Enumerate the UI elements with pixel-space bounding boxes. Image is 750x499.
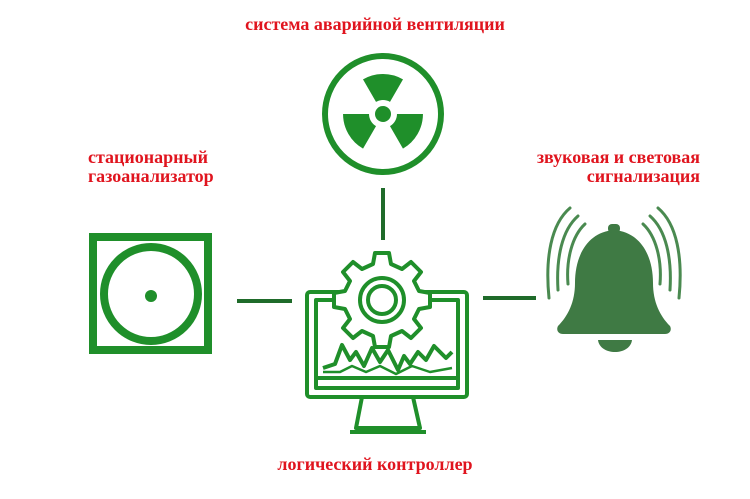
bell-icon	[546, 206, 682, 352]
gas-analyzer-label-line2: газоанализатор	[88, 166, 214, 186]
bell-sound-waves	[546, 206, 682, 300]
gas-analyzer-icon	[89, 233, 212, 354]
connectors	[237, 188, 536, 303]
controller-label: логический контроллер	[277, 454, 473, 474]
alarm-label-line1: звуковая и световая	[536, 147, 700, 167]
controller-monitor-icon	[305, 290, 469, 434]
alarm-label-line2: сигнализация	[586, 166, 700, 186]
alarm-label: звуковая и световая сигнализация	[537, 148, 700, 186]
gas-analyzer-label: стационарный газоанализатор	[88, 148, 214, 186]
radiation-icon	[322, 53, 444, 175]
gas-analyzer-label-line1: стационарный	[88, 147, 208, 167]
ventilation-label: система аварийной вентиляции	[245, 14, 505, 34]
gear-icon	[332, 251, 432, 349]
